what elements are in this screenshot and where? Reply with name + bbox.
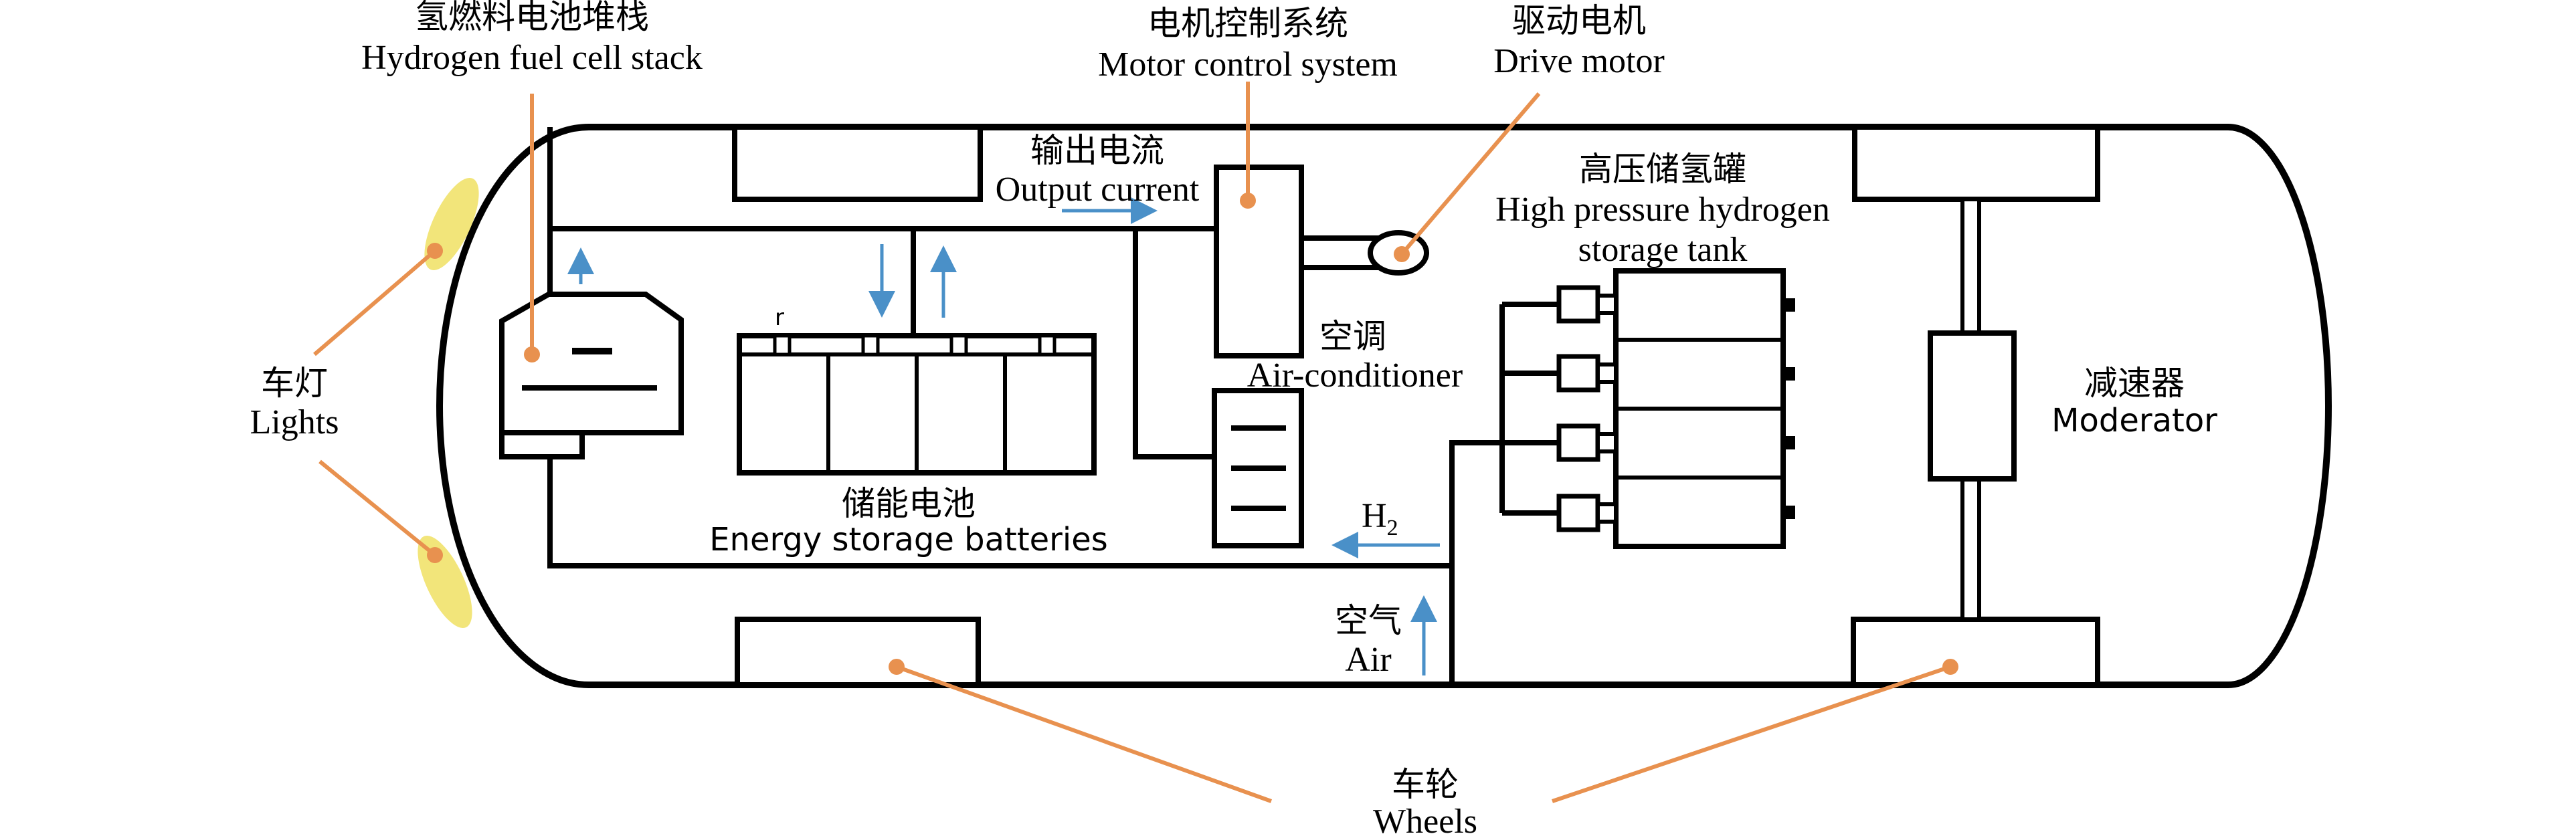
- flow-arrows: [567, 197, 1440, 675]
- air-conditioner-label-zh: 空调: [1319, 317, 1386, 356]
- fuel-cell-label-zh: 氢燃料电池堆栈: [415, 0, 649, 36]
- air-label-en: Air: [1345, 641, 1391, 679]
- battery-label-zh: 储能电池: [842, 484, 976, 523]
- fuel-cell-label-en: Hydrogen fuel cell stack: [361, 39, 703, 77]
- tank-label-en-line1: High pressure hydrogen: [1495, 191, 1830, 229]
- tank-label-en-line2: storage tank: [1578, 231, 1748, 269]
- wheel-rear-bottom: [1851, 617, 2100, 688]
- drive-motor-label-zh: 驱动电机: [1512, 1, 1646, 40]
- leader-lines: [313, 82, 1951, 803]
- wheel-front-bottom: [735, 617, 981, 688]
- vehicle-body-outline: [436, 124, 2332, 688]
- wiring: [547, 127, 1559, 685]
- wheels-label-en: Wheels: [1373, 803, 1477, 838]
- motor-control-label-zh: 电机控制系统: [1147, 4, 1348, 43]
- air-conditioner-label-en: Air-conditioner: [1247, 356, 1463, 395]
- moderator-label-en: Moderator: [2051, 402, 2217, 439]
- leader-dots: [427, 193, 1958, 675]
- lights-label-en: Lights: [250, 403, 339, 441]
- output-current-label-en: Output current: [996, 171, 1200, 209]
- output-current-label-zh: 输出电流: [1030, 131, 1164, 170]
- battery-r-mark: r: [775, 304, 784, 331]
- moderator-label-zh: 减速器: [2084, 364, 2185, 403]
- air-conditioner-unit: [1212, 388, 1304, 548]
- air-label-zh: 空气: [1335, 601, 1402, 640]
- tank-label-zh: 高压储氢罐: [1579, 150, 1746, 189]
- motor-control-label-en: Motor control system: [1098, 45, 1398, 84]
- energy-storage-batteries: [737, 333, 1097, 476]
- drive-motor-label-en: Drive motor: [1493, 42, 1665, 80]
- h2-subscript: 2: [1387, 516, 1398, 540]
- wheel-rear-top: [1852, 124, 2100, 202]
- battery-label-en: Energy storage batteries: [709, 521, 1108, 558]
- wheel-front-top: [732, 124, 983, 202]
- moderator-box: [1928, 330, 2017, 482]
- hydrogen-storage-tanks: [1556, 268, 1795, 549]
- fuel-cell-stack: [499, 292, 684, 459]
- h2-label: H2: [1362, 497, 1398, 540]
- motor-control-box: [1214, 165, 1304, 358]
- lights-label-zh: 车灯: [261, 364, 328, 403]
- wheels-label-zh: 车轮: [1392, 765, 1459, 804]
